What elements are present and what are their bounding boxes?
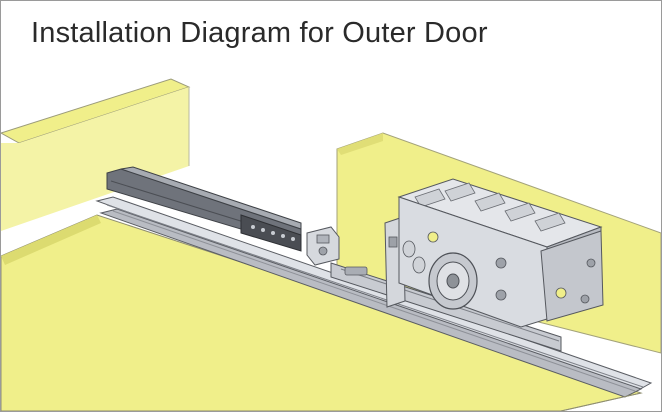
- diagram-title: Installation Diagram for Outer Door: [31, 17, 488, 49]
- connector-clip: [306, 226, 340, 266]
- left-back-panel: [1, 78, 191, 231]
- roller-wheel: [428, 252, 478, 310]
- shelf-front-edge: [560, 392, 642, 411]
- telescopic-slide-rail: [106, 166, 302, 252]
- bottom-track: [95, 196, 653, 398]
- guide-wheel: [402, 240, 426, 274]
- slide-ball-bearings: [251, 225, 295, 241]
